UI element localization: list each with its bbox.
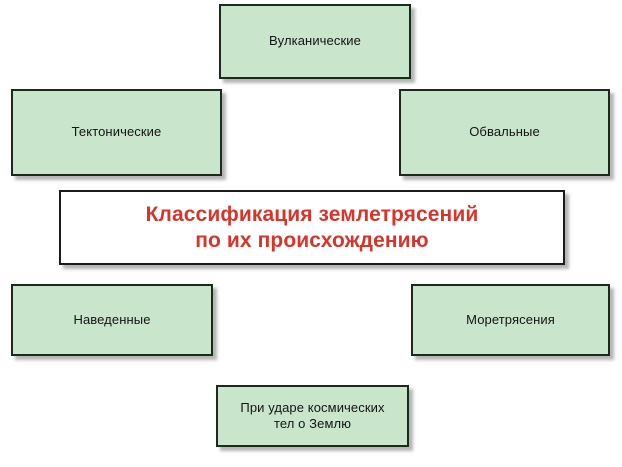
node-induced: Наведенные [11, 284, 213, 356]
node-seaquake-label: Моретрясения [466, 311, 555, 327]
node-volcanic: Вулканические [219, 4, 411, 79]
node-cosmic-impact-line-1: При ударе космических [240, 399, 385, 415]
node-landslide: Обвальные [399, 89, 610, 176]
node-seaquake: Моретрясения [411, 284, 610, 356]
center-title-line-2: по их происхождению [195, 228, 429, 252]
node-volcanic-label: Вулканические [269, 33, 361, 49]
center-title-line-1: Классификация землетрясений [145, 202, 479, 226]
node-cosmic-impact-line-2: тел о Землю [273, 416, 352, 431]
node-tectonic: Тектонические [11, 89, 222, 176]
node-landslide-label: Обвальные [469, 124, 540, 140]
node-induced-label: Наведенные [73, 311, 151, 327]
node-tectonic-label: Тектонические [71, 124, 162, 140]
